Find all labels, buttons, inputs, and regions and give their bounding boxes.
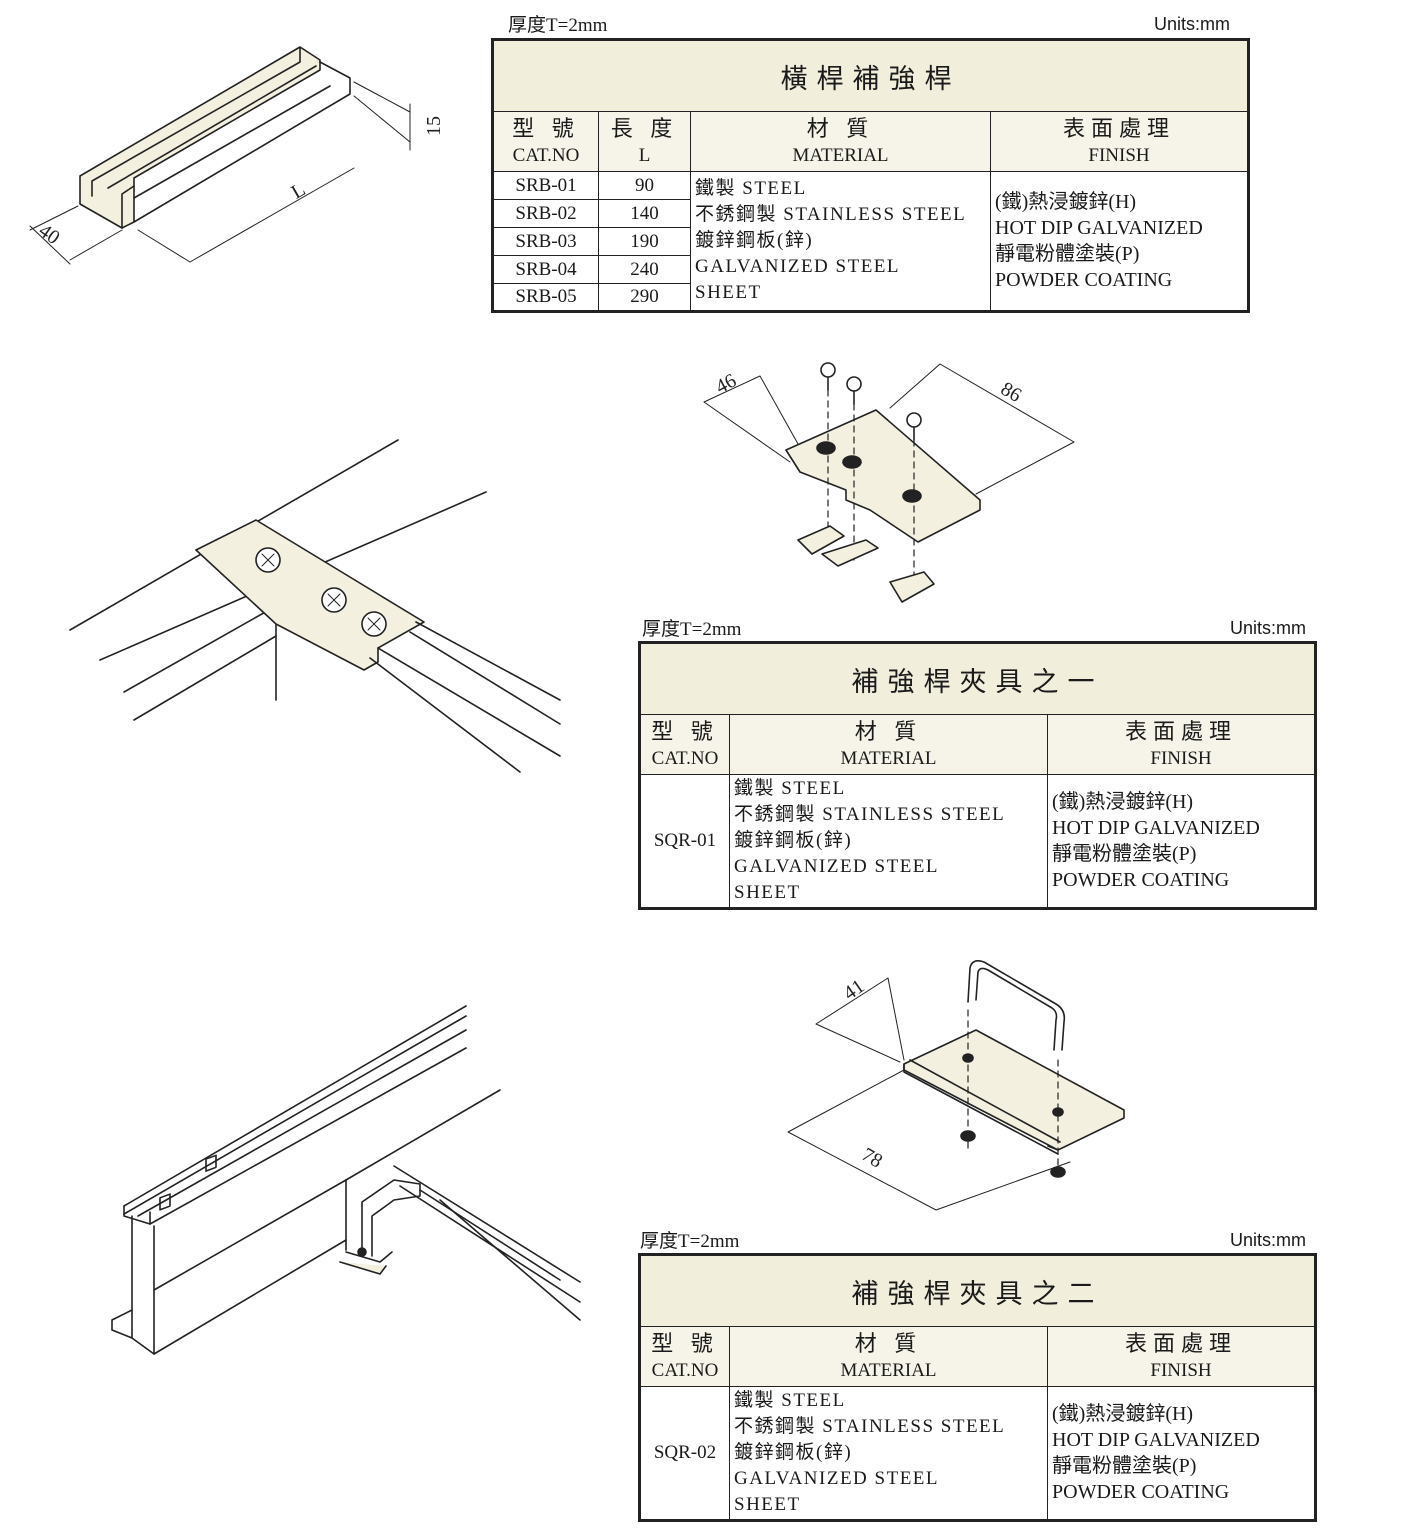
sqr01-cat: SQR-01: [639, 774, 730, 909]
sqr02-title: 補強桿夾具之二: [638, 1254, 1317, 1327]
table-cell-len: 190: [598, 227, 691, 256]
sqr01-units: Units:mm: [1230, 618, 1306, 638]
table-cell-len: 240: [598, 255, 691, 284]
table-cell-len: 290: [598, 283, 691, 312]
srb-channel-drawing: 15 L 40: [29, 46, 445, 265]
srb-dim-length: L: [288, 178, 310, 203]
sqr01-assembly-drawing: [69, 439, 561, 773]
sqr01-exploded-drawing: 46 86: [703, 362, 1075, 603]
sqr01-dim-width: 46: [712, 370, 740, 399]
srb-title: 橫桿補強桿: [492, 39, 1249, 112]
table-cell-cat: SRB-04: [492, 255, 599, 284]
srb-thickness: 厚度T=2mm: [508, 15, 608, 36]
sqr01-dim-length: 86: [997, 378, 1025, 407]
sqr02-assembly-drawing: [111, 1005, 581, 1355]
sqr01-title: 補強桿夾具之一: [638, 642, 1317, 715]
sqr02-exploded-drawing: 41 78: [787, 960, 1125, 1211]
srb-units: Units:mm: [1154, 14, 1230, 34]
table-cell-len: 140: [598, 199, 691, 228]
table-cell-cat: SRB-01: [492, 171, 599, 200]
sqr02-dim-width: 41: [839, 975, 868, 1004]
table-cell-cat: SRB-02: [492, 199, 599, 228]
srb-dim-height: 15: [423, 116, 445, 136]
table-cell-cat: SRB-03: [492, 227, 599, 256]
table-cell-len: 90: [598, 171, 691, 200]
sqr02-units: Units:mm: [1230, 1230, 1306, 1250]
srb-dim-width: 40: [35, 220, 64, 249]
sqr02-thickness: 厚度T=2mm: [640, 1231, 740, 1252]
sqr02-cat: SQR-02: [639, 1386, 730, 1521]
sqr01-thickness: 厚度T=2mm: [642, 619, 742, 640]
table-cell-cat: SRB-05: [492, 283, 599, 312]
sqr02-dim-length: 78: [858, 1143, 886, 1172]
